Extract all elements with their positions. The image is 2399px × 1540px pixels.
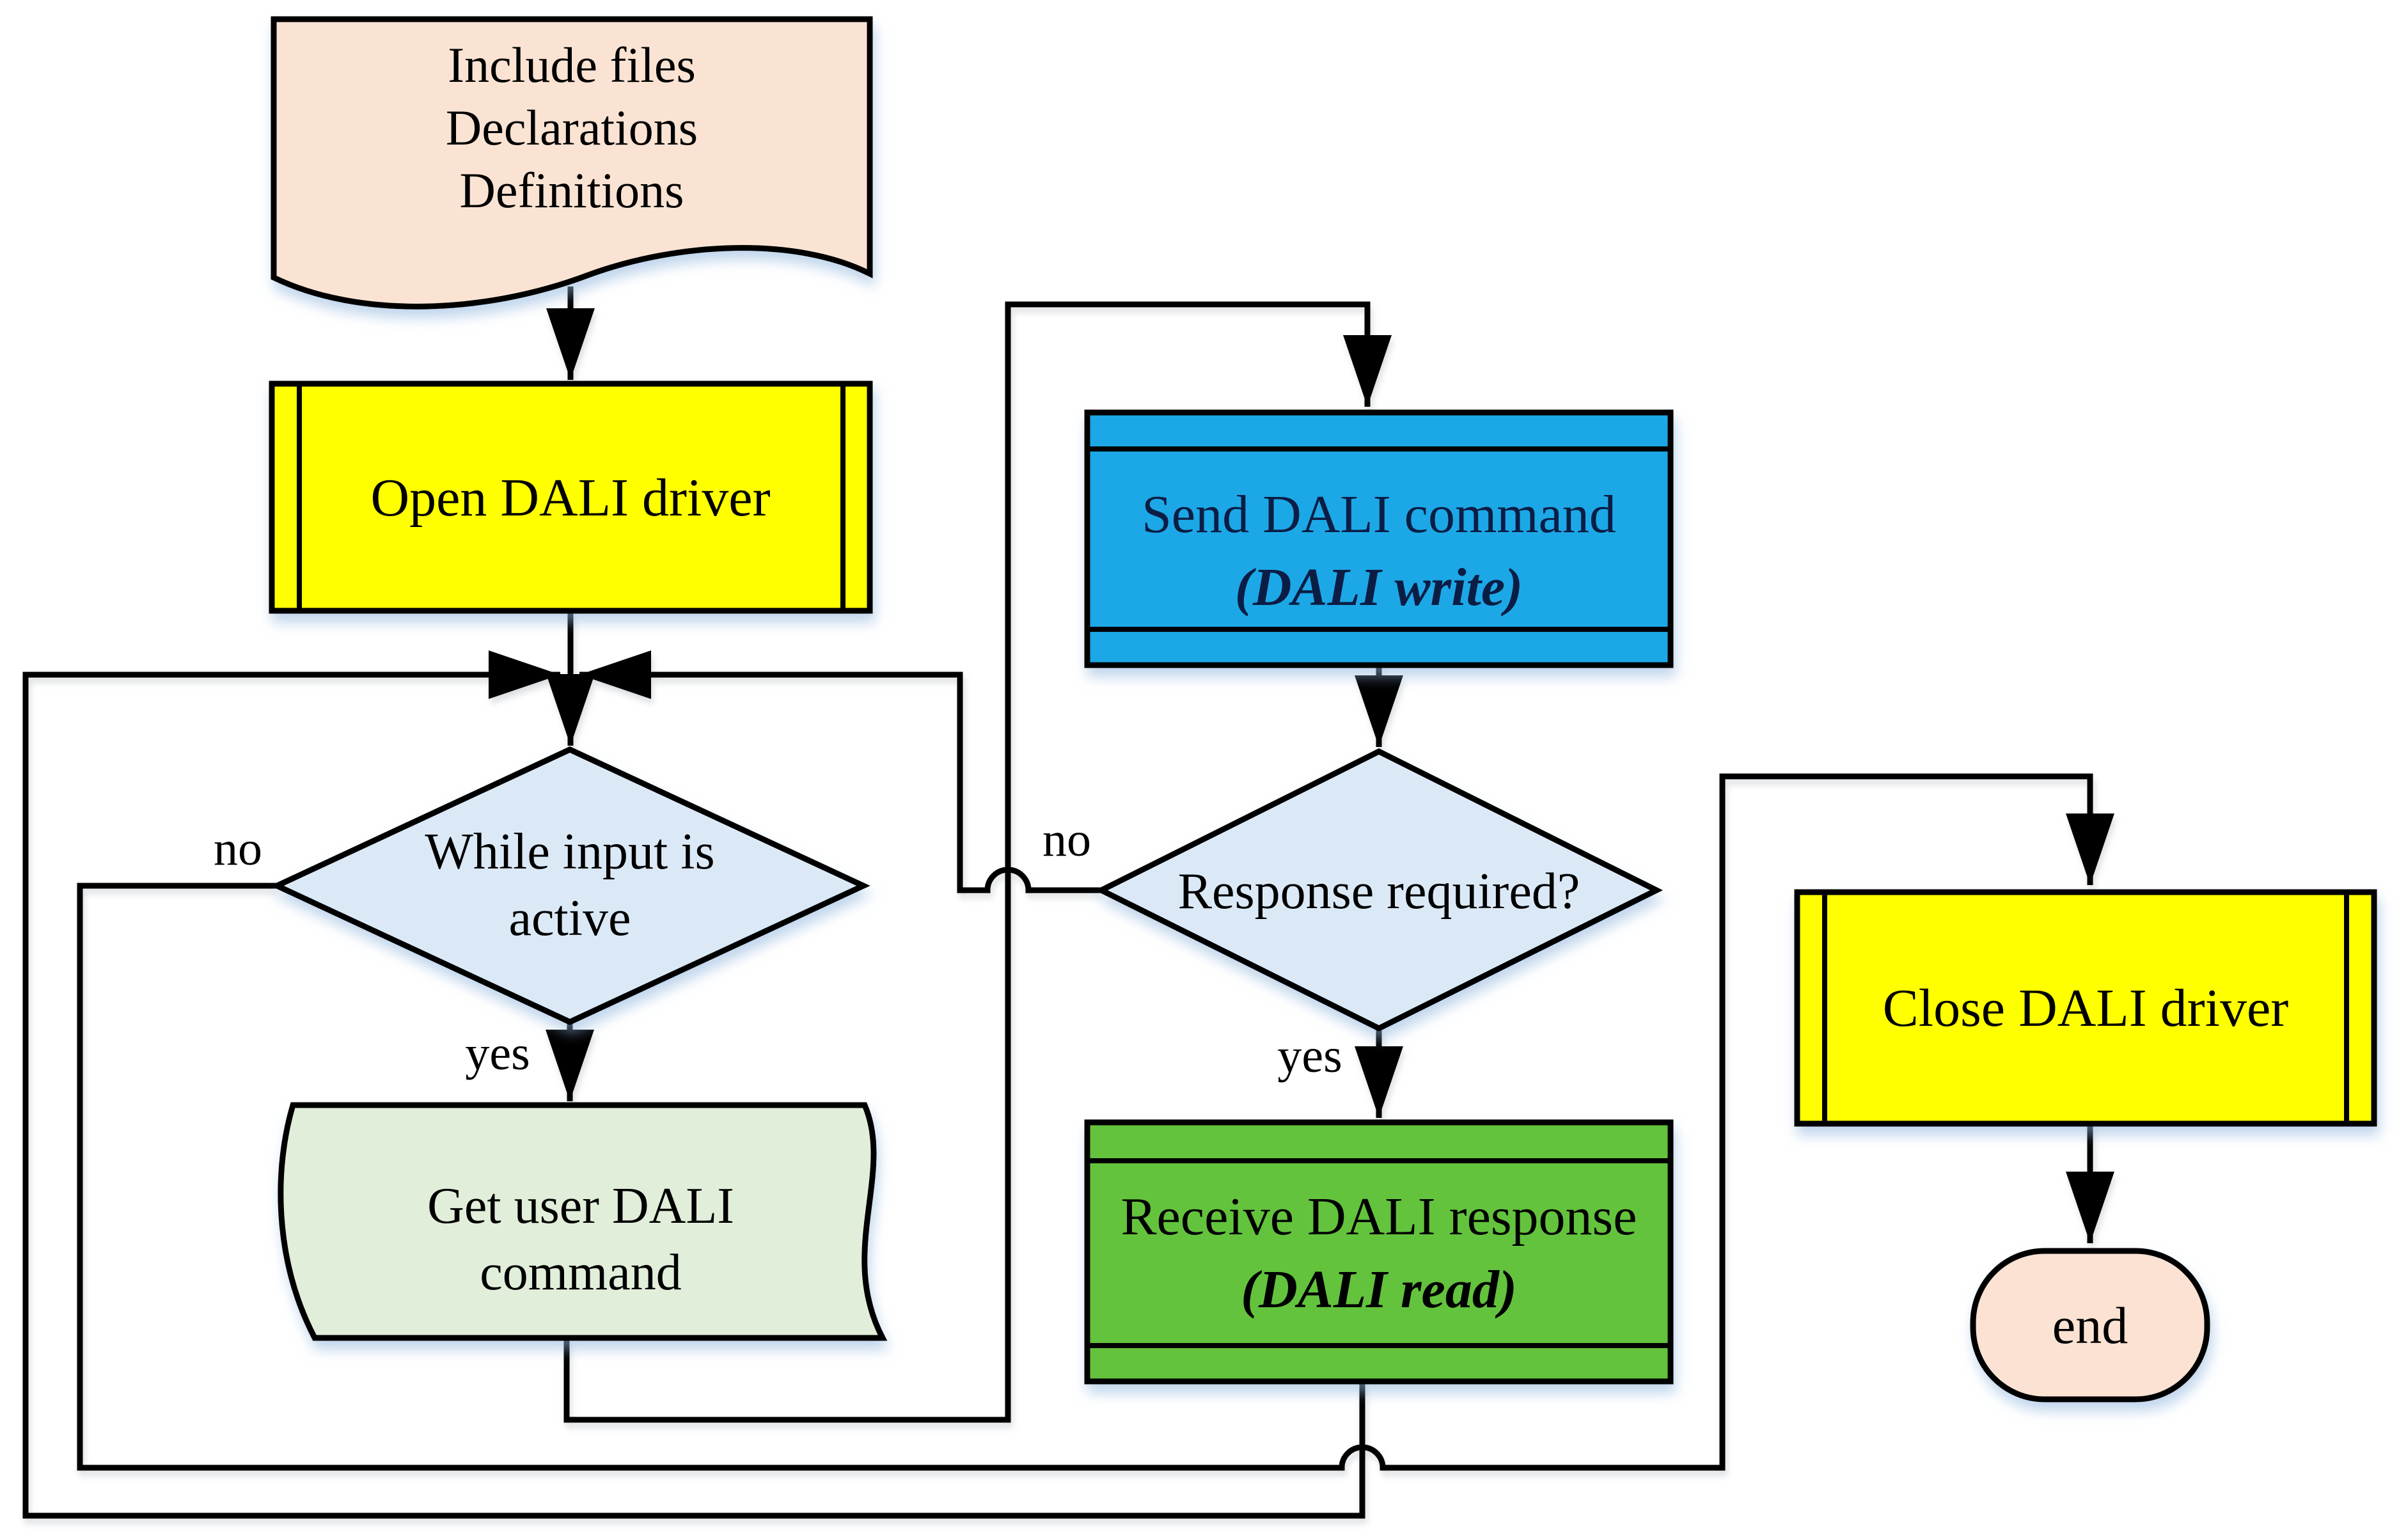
close-dali-driver-shape	[1794, 889, 2377, 1127]
receive-response-label-line1: Receive DALI response	[1121, 1187, 1637, 1246]
while-yes-label: yes	[465, 1026, 530, 1080]
response-yes-label: yes	[1277, 1029, 1342, 1083]
receive-response-label-line2: (DALI read)	[1241, 1260, 1517, 1319]
edge-response-no-to-merge	[579, 650, 1101, 893]
get-user-command-shape	[278, 1102, 888, 1341]
while-input-label-line2: active	[509, 890, 631, 947]
include-files-line3: Definitions	[460, 162, 684, 218]
get-user-label-line1: Get user DALI	[427, 1178, 734, 1234]
response-no-label: no	[1042, 813, 1091, 867]
include-files-line2: Declarations	[446, 100, 698, 155]
edge-get-to-send	[563, 301, 1392, 1423]
response-required-decision-shape	[1094, 748, 1664, 1032]
end-terminator-shape	[1970, 1248, 2210, 1402]
end-label: end	[2052, 1296, 2128, 1355]
receive-dali-response-shape	[1084, 1119, 1674, 1385]
edge-receive-loop-to-merge	[22, 650, 1365, 1519]
send-dali-command-shape	[1084, 409, 1674, 668]
send-command-label-line2: (DALI write)	[1235, 558, 1523, 617]
include-files-line1: Include files	[448, 37, 696, 93]
open-dali-driver-shape	[269, 381, 873, 614]
include-files-document-shape	[271, 16, 873, 310]
response-required-label: Response required?	[1178, 863, 1580, 920]
while-input-label-line1: While input is	[425, 824, 714, 880]
close-dali-driver-label: Close DALI driver	[1883, 978, 2289, 1038]
get-user-label-line2: command	[480, 1245, 681, 1301]
send-command-label-line1: Send DALI command	[1142, 485, 1616, 544]
while-no-label: no	[214, 822, 262, 876]
while-input-decision-shape	[270, 746, 870, 1025]
open-dali-driver-label: Open DALI driver	[370, 468, 770, 528]
